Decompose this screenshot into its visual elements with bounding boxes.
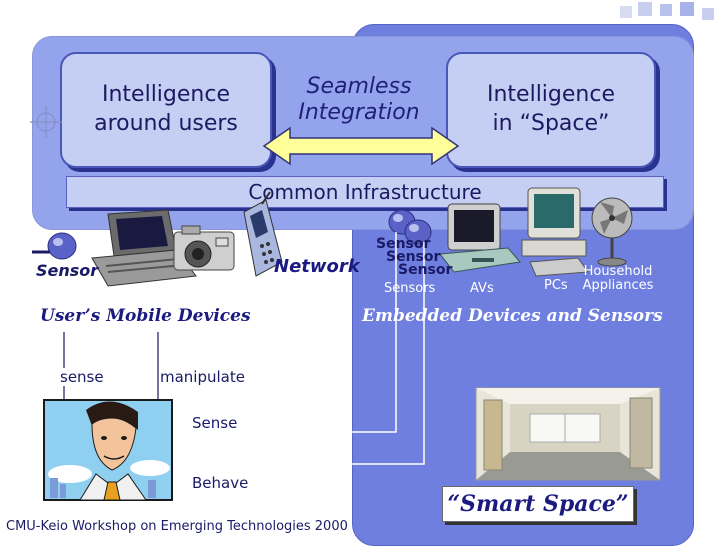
footer-text: CMU-Keio Workshop on Emerging Technologi… [6, 519, 348, 534]
seamless-integration-label: Seamless Integration [298, 74, 420, 126]
smart-space-label: “Smart Space” [447, 491, 629, 517]
sensors-label: Sensors [384, 281, 436, 296]
sense-cap-label: Sense [192, 414, 238, 432]
embedded-devices-label: Embedded Devices and Sensors [362, 306, 663, 326]
sensor-left-icon [32, 232, 77, 260]
sensor-left-label: Sensor [36, 261, 99, 280]
crosshair-icon [30, 106, 62, 138]
integration-double-arrow [262, 126, 460, 166]
intelligence-in-space-label: Intelligence in “Space” [486, 82, 615, 136]
intelligence-around-users-label: Intelligence around users [94, 82, 238, 136]
network-label: Network [274, 256, 360, 277]
sensor-label-2: Sensor [386, 249, 441, 265]
behave-label: Behave [192, 474, 249, 492]
camera-icon [173, 225, 235, 271]
mobile-devices-label: User’s Mobile Devices [40, 306, 251, 326]
behave-arrowhead [192, 460, 202, 468]
avs-label: AVs [470, 281, 494, 296]
smart-space-caption: “Smart Space” [442, 486, 634, 522]
intelligence-around-users-box: Intelligence around users [60, 52, 272, 168]
user-illustration [43, 399, 173, 501]
household-appliances-label: Household Appliances [582, 264, 654, 293]
pc-icon [521, 187, 589, 277]
fan-icon [591, 197, 633, 267]
corner-decoration [620, 2, 720, 32]
sense-connector [156, 232, 397, 433]
laptop-icon [91, 209, 197, 287]
av-equipment-icon [439, 203, 521, 273]
common-infrastructure-label: Common Infrastructure [248, 180, 482, 204]
pcs-label: PCs [544, 278, 568, 293]
sense-lower-label: sense [60, 368, 104, 386]
smart-space-room-image [475, 387, 661, 481]
embedded-sensor-icons [388, 209, 432, 245]
intelligence-in-space-box: Intelligence in “Space” [446, 52, 656, 168]
sensor-label-3: Sensor [398, 262, 453, 278]
manipulate-label: manipulate [160, 368, 245, 386]
behave-connector [200, 242, 425, 465]
sensor-label-1: Sensor [376, 236, 431, 252]
phone-icon [243, 191, 283, 277]
